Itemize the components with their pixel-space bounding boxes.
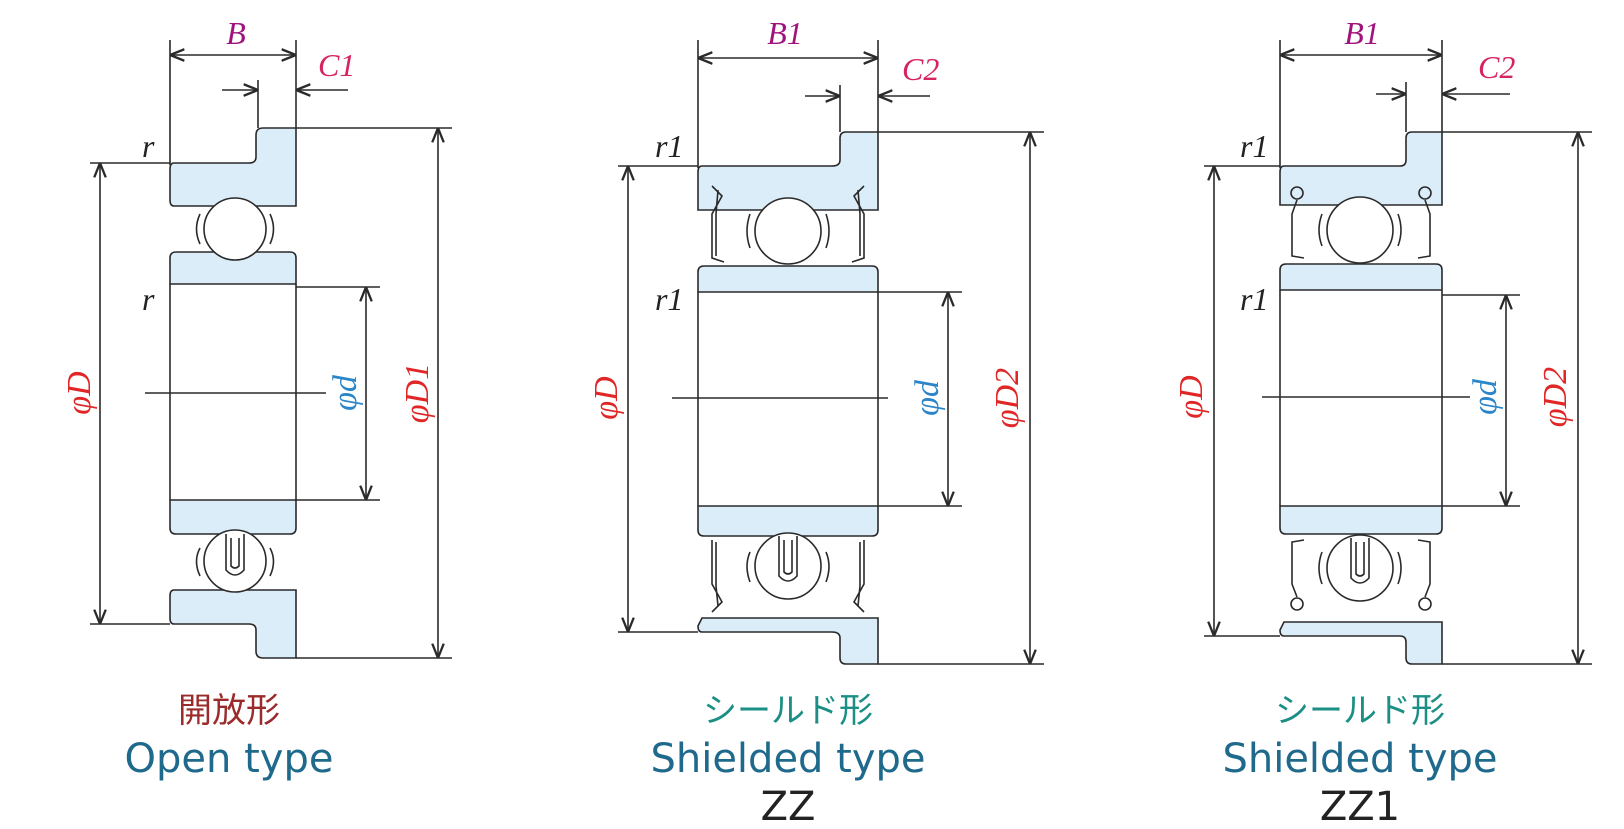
caption-japanese: シールド形 <box>1275 691 1445 731</box>
flange-diameter-label: φD2 <box>1537 367 1574 427</box>
bearing-shielded-zz <box>618 40 1044 665</box>
outer-diameter-label: φD <box>61 371 98 415</box>
radius-label-inner: r1 <box>655 281 683 317</box>
caption-japanese: 開放形 <box>178 691 280 731</box>
caption-japanese: シールド形 <box>703 691 873 731</box>
outer-diameter-label: φD <box>1173 375 1210 419</box>
caption-code: ZZ1 <box>1320 784 1400 829</box>
radius-label-top: r1 <box>655 128 683 164</box>
chamfer-label: C2 <box>902 51 939 87</box>
caption-english: Shielded type <box>650 736 925 782</box>
bore-diameter-label: φd <box>1467 378 1504 415</box>
radius-label-inner: r <box>142 281 155 317</box>
flange-diameter-label: φD2 <box>989 368 1026 428</box>
caption-code: ZZ <box>761 784 816 829</box>
chamfer-label: C2 <box>1478 49 1515 85</box>
bore-diameter-label: φd <box>909 379 946 416</box>
bearing-open-type <box>90 40 452 659</box>
bearing-shielded-zz1 <box>1204 40 1592 665</box>
radius-label-top: r <box>142 128 155 164</box>
caption-english: Open type <box>125 736 334 782</box>
width-label: B <box>226 15 246 51</box>
chamfer-label: C1 <box>318 47 355 83</box>
outer-diameter-label: φD <box>588 376 625 420</box>
width-label: B1 <box>1344 15 1380 51</box>
radius-label-top: r1 <box>1240 128 1268 164</box>
radius-label-inner: r1 <box>1240 281 1268 317</box>
flange-diameter-label: φD1 <box>399 363 436 423</box>
caption-english: Shielded type <box>1222 736 1497 782</box>
width-label: B1 <box>767 15 803 51</box>
bore-diameter-label: φd <box>327 374 364 411</box>
